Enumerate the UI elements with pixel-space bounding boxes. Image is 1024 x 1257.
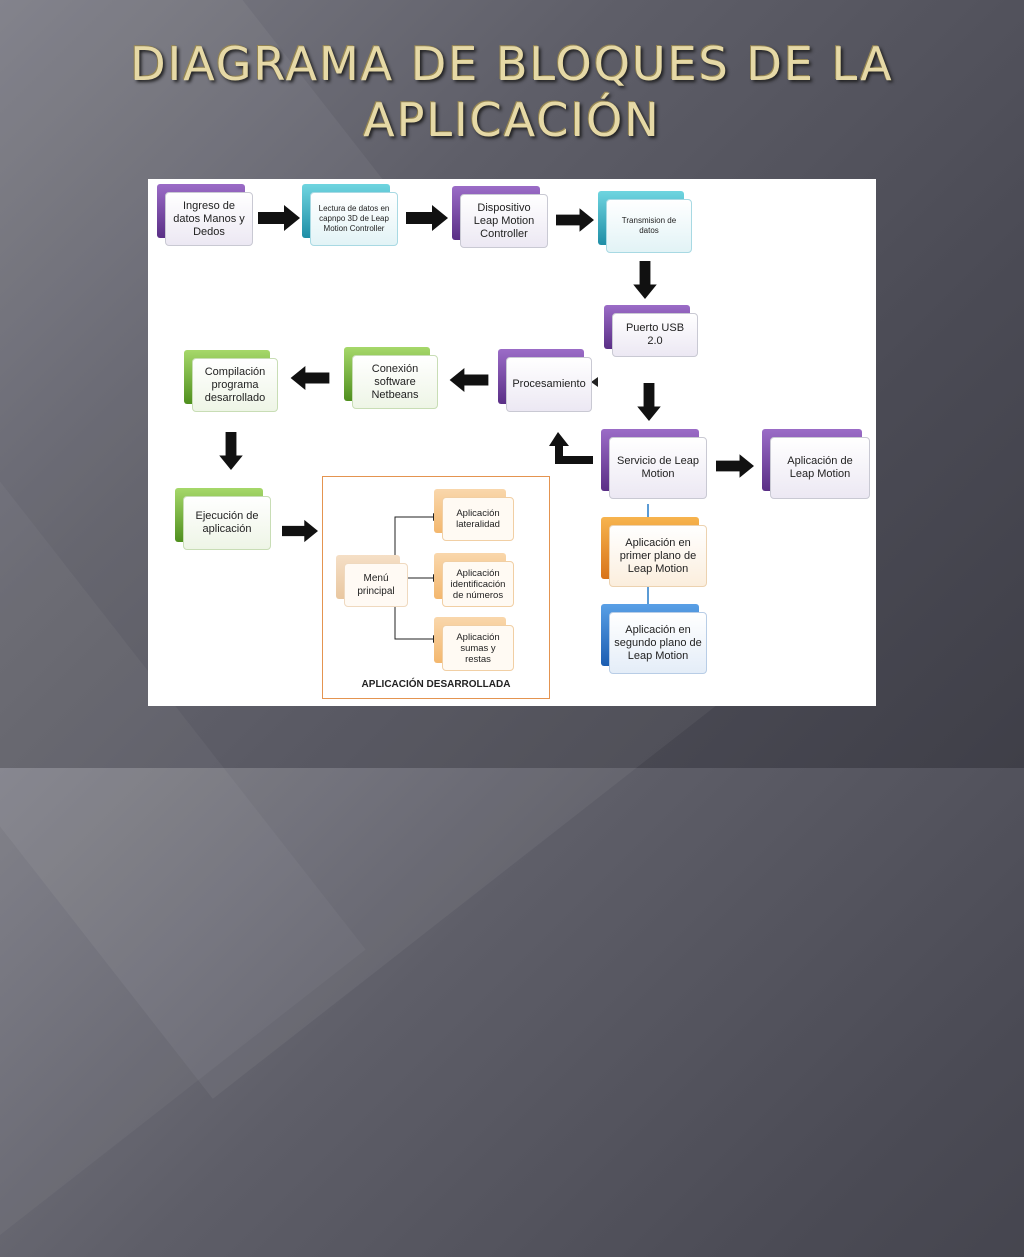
application-group-box	[322, 476, 550, 699]
block-compilacion: Compilación programa desarrollado	[184, 350, 278, 412]
block-transmision: Transmision de datos	[598, 191, 692, 253]
arrow-down	[637, 383, 661, 421]
block-menu-principal: Menú principal	[336, 555, 408, 607]
block-ejecucion: Ejecución de aplicación	[175, 488, 271, 550]
block-diagram: Ingreso de datos Manos y Dedos Lectura d…	[148, 179, 876, 706]
block-dispositivo: Dispositivo Leap Motion Controller	[452, 186, 548, 248]
block-identificacion: Aplicación identificación de números	[434, 553, 514, 607]
slide-title: DIAGRAMA DE BLOQUES DE LA APLICACIÓN	[0, 36, 1024, 148]
title-line-2: APLICACIÓN	[363, 93, 661, 147]
block-puerto-usb: Puerto USB 2.0	[604, 305, 698, 357]
arrow-left	[290, 366, 330, 390]
arrow-right	[282, 519, 318, 543]
arrow-left	[449, 368, 489, 392]
small-arrowhead	[591, 377, 598, 387]
arrow-right	[716, 454, 754, 478]
block-lectura: Lectura de datos en capnpo 3D de Leap Mo…	[302, 184, 398, 246]
block-conexion: Conexión software Netbeans	[344, 347, 438, 409]
block-ingreso: Ingreso de datos Manos y Dedos	[157, 184, 253, 246]
arrow-bend-up	[549, 432, 593, 464]
block-primer-plano: Aplicación en primer plano de Leap Motio…	[601, 517, 707, 587]
arrow-right	[556, 208, 594, 232]
arrow-down	[219, 432, 243, 470]
block-segundo-plano: Aplicación en segundo plano de Leap Moti…	[601, 604, 707, 674]
arrow-down	[633, 261, 657, 299]
block-procesamiento: Procesamiento	[498, 349, 592, 412]
title-line-1: DIAGRAMA DE BLOQUES DE LA	[130, 37, 894, 91]
block-servicio: Servicio de Leap Motion	[601, 429, 707, 499]
arrow-right	[258, 205, 300, 231]
arrow-right	[406, 205, 448, 231]
application-group-label: APLICACIÓN DESARROLLADA	[361, 679, 511, 690]
block-lateralidad: Aplicación lateralidad	[434, 489, 514, 541]
block-aplicacion-leap: Aplicación de Leap Motion	[762, 429, 870, 499]
block-sumas-restas: Aplicación sumas y restas	[434, 617, 514, 671]
